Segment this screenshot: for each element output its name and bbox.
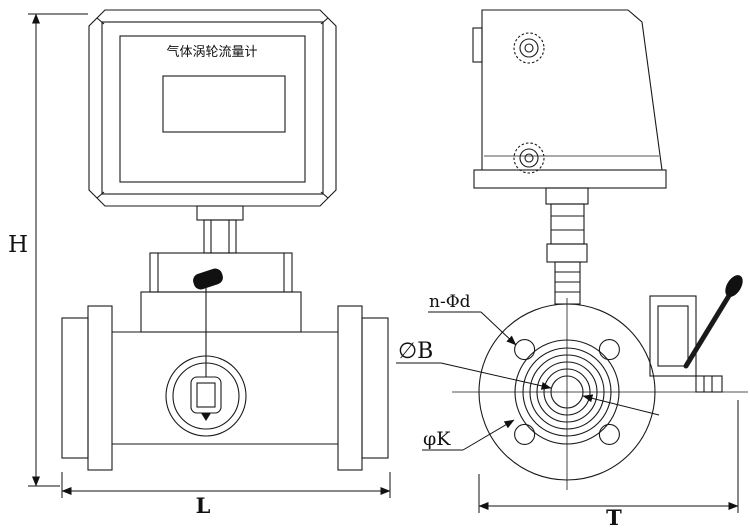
annotations: n-Φd ∅B φK <box>396 292 660 451</box>
bolt-hole-se <box>598 423 620 445</box>
bolt-holes-leader <box>480 311 517 346</box>
cable-gland-bottom <box>513 142 545 174</box>
handle-stub <box>695 375 723 393</box>
cable-gland-top <box>513 32 545 64</box>
bolt-hole-ne <box>598 339 620 361</box>
bolt-circle-label: φK <box>423 428 451 450</box>
handle-lever <box>683 291 733 369</box>
body-diameter-leader-left <box>440 362 552 390</box>
right-flange-inner <box>337 305 363 471</box>
display-panel <box>119 35 306 183</box>
dimension-l: L <box>61 472 391 518</box>
bolt-holes-label: n-Φd <box>429 292 471 312</box>
side-view <box>452 9 748 490</box>
dimension-h: H <box>8 13 88 487</box>
dimension-t: T <box>478 400 739 529</box>
head-neck-top <box>196 205 244 221</box>
device-title: 气体涡轮流量计 <box>166 44 257 60</box>
right-flange-outer <box>361 317 389 459</box>
display-head-inner <box>101 21 324 195</box>
display-head-outline <box>88 9 337 207</box>
flange-outer-circle <box>478 303 656 481</box>
valve-knob <box>193 268 223 290</box>
left-flange-inner <box>87 305 113 471</box>
t-dimension-label: T <box>606 505 622 529</box>
sensor-boss-inner <box>172 362 240 430</box>
bolt-circle-leader <box>462 419 515 451</box>
left-flange-outer <box>61 317 89 459</box>
front-view: 气体涡轮流量计 <box>61 9 389 471</box>
terminal-box-base <box>473 169 667 189</box>
display-screen <box>162 75 286 133</box>
h-dimension-label: H <box>8 232 28 258</box>
sensor-boss-outer <box>165 355 247 437</box>
body-diameter-label: ∅B <box>398 339 433 364</box>
l-dimension-label: L <box>196 493 211 518</box>
bolt-hole-sw <box>514 423 536 445</box>
terminal-box <box>481 9 663 171</box>
side-neck-collar <box>545 187 589 205</box>
bolt-hole-nw <box>514 339 536 361</box>
sensor-box <box>190 376 222 414</box>
handle-grip <box>725 275 743 297</box>
sensor-pointer <box>201 413 211 421</box>
handle-bracket <box>649 295 697 377</box>
body-diameter-leader-right <box>582 394 660 416</box>
body-lower <box>140 291 302 333</box>
head-neck <box>203 219 237 254</box>
